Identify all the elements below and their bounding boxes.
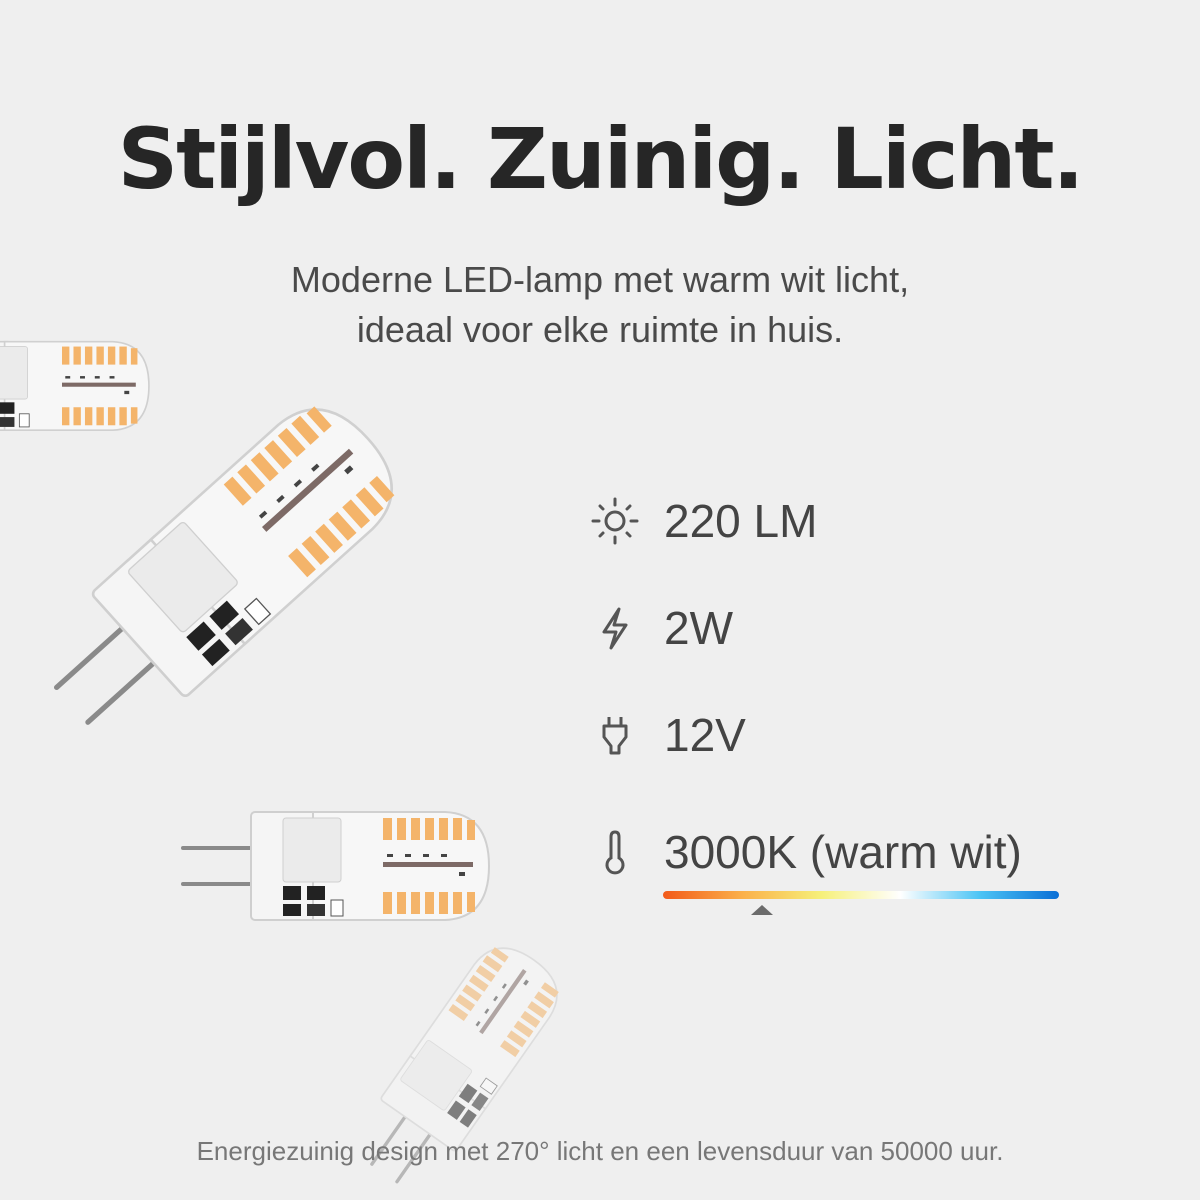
- footer-text: Energiezuinig design met 270° licht en e…: [196, 1136, 1004, 1166]
- sun-icon: [590, 496, 640, 546]
- page-title: Stijlvol. Zuinig. Licht.: [117, 110, 1085, 208]
- thermometer-icon: [590, 827, 640, 877]
- spec-lumen: 220 LM: [590, 491, 817, 551]
- plug-icon: [590, 710, 640, 760]
- lamp-image-large: [25, 386, 415, 757]
- color-temperature-marker: [751, 905, 773, 915]
- spec-power: 2W: [590, 598, 733, 658]
- spec-value: 3000K (warm wit): [664, 826, 1022, 878]
- subtitle-line: ideaal voor elke ruimte in huis.: [356, 309, 844, 350]
- subtitle: Moderne LED-lamp met warm wit licht, ide…: [0, 255, 1200, 355]
- lightning-icon: [590, 603, 640, 653]
- spec-value: 2W: [664, 602, 733, 654]
- spec-value: 12V: [664, 709, 746, 761]
- lamp-image-horizontal: [181, 810, 491, 922]
- subtitle-line: Moderne LED-lamp met warm wit licht,: [290, 259, 910, 300]
- spec-voltage: 12V: [590, 705, 746, 765]
- spec-color-temperature: 3000K (warm wit): [590, 822, 1022, 882]
- spec-value: 220 LM: [664, 495, 818, 547]
- color-temperature-scale: [663, 891, 1059, 899]
